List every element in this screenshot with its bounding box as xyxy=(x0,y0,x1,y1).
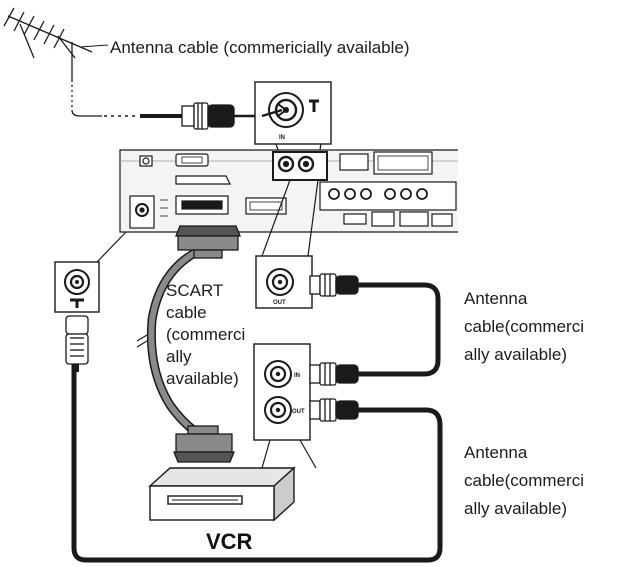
scart-label-line: ally xyxy=(166,347,192,366)
left-plug-icon xyxy=(65,315,89,372)
antenna-cable-top-label: Antenna cable (commericially available) xyxy=(110,38,410,57)
scart-label-line: cable xyxy=(166,303,207,322)
tv-out-callout xyxy=(255,179,319,309)
vcr-terminals-callout xyxy=(253,343,317,469)
scart-cable xyxy=(136,245,203,436)
rooftop-antenna-icon xyxy=(3,7,93,80)
antenna-cable-mid-label: Antenna cable(commerci ally available) xyxy=(464,289,584,364)
antenna-in-mark: IN xyxy=(279,135,285,141)
scart-label-line: (commerci xyxy=(166,325,245,344)
vcr-label: VCR xyxy=(206,529,253,554)
tv-out-mark: OUT xyxy=(273,300,286,306)
antenna-label-leader xyxy=(79,44,109,48)
plug-vcr-out-icon xyxy=(309,398,359,422)
antenna-in-callout xyxy=(254,81,332,151)
antenna-low-label-line: cable(commerci xyxy=(464,471,584,490)
plug-vcr-in-icon xyxy=(309,362,359,386)
scart-cable-label: SCART cable (commerci ally available) xyxy=(166,281,245,388)
scart-label-line: SCART xyxy=(166,281,223,300)
vcr-in-mark: IN xyxy=(294,373,300,379)
antenna-mid-label-line: cable(commerci xyxy=(464,317,584,336)
antenna-mid-label-line: Antenna xyxy=(464,289,528,308)
tv-antenna-terminal-callout xyxy=(54,231,127,313)
antenna-low-label-line: ally available) xyxy=(464,499,567,518)
tv-out-to-vcr-in-cable xyxy=(356,282,441,377)
plug-tv-out-icon xyxy=(309,273,359,297)
antenna-plug-icon xyxy=(181,102,262,130)
antenna-mid-label-line: ally available) xyxy=(464,345,567,364)
antenna-low-label-line: Antenna xyxy=(464,443,528,462)
scart-plug-vcr-icon xyxy=(173,425,235,463)
vcr-out-mark: OUT xyxy=(292,409,305,415)
scart-plug-tv-icon xyxy=(175,225,241,259)
antenna-cable-low-label: Antenna cable(commerci ally available) xyxy=(464,443,584,518)
tv-rear-panel xyxy=(119,149,458,233)
vcr-to-tv-antenna-cable xyxy=(71,364,443,563)
antenna-lead-cable xyxy=(71,80,182,118)
vcr-unit-icon xyxy=(148,466,296,522)
scart-label-line: available) xyxy=(166,369,239,388)
